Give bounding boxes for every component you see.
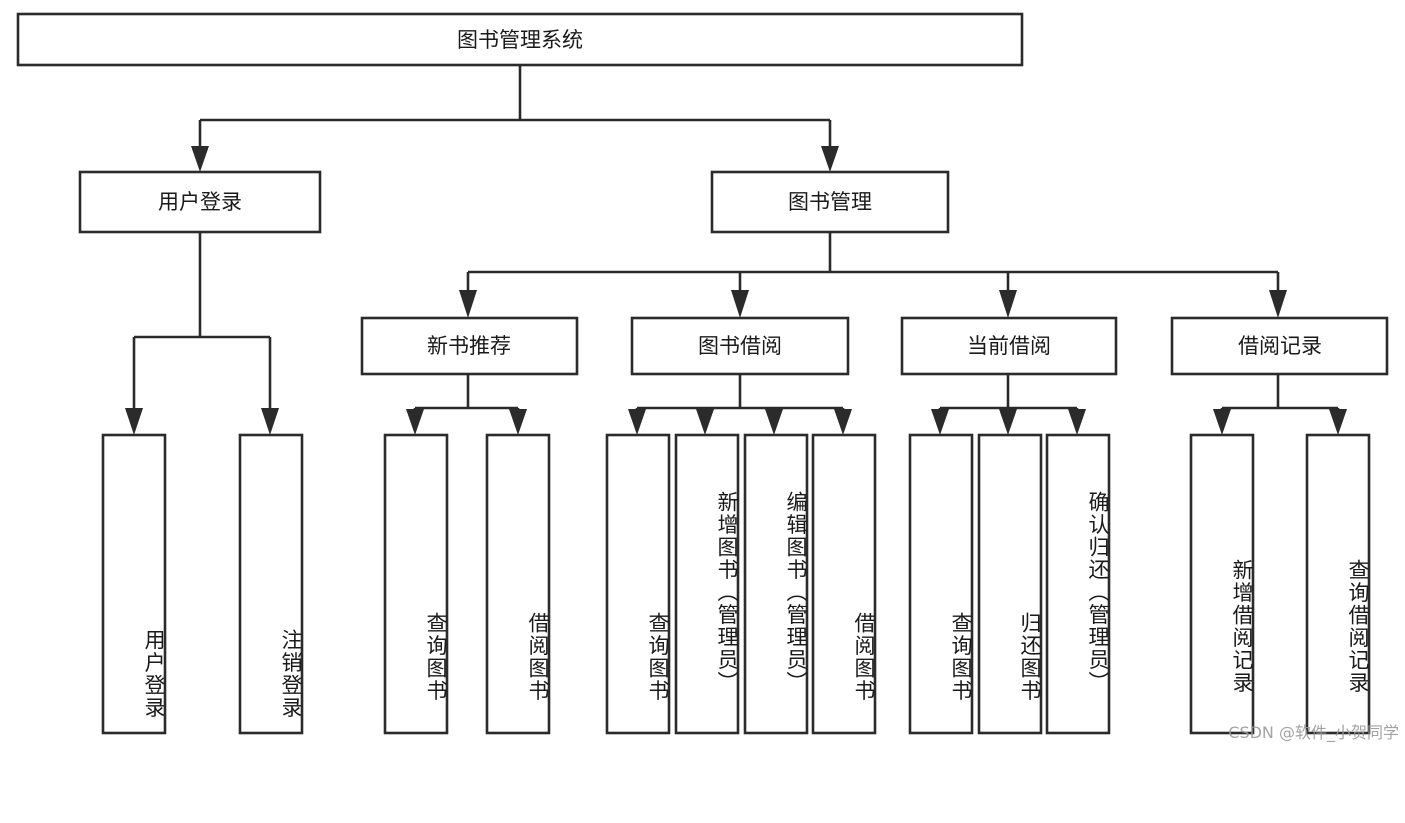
node-leaf-borrow-book-1-box[interactable] [485,433,551,735]
connector-group-new-book-recommend [406,374,527,435]
node-book-manage-label: 图书管理 [788,190,872,214]
node-leaf-return-book-box[interactable] [977,433,1043,735]
node-leaf-confirm-return-box[interactable] [1045,433,1111,735]
arrowhead-leaf-borrow-book-1 [509,409,527,435]
connector-group-root [191,65,839,172]
node-borrow-record[interactable]: 借阅记录 [1170,316,1389,376]
node-root-system[interactable]: 图书管理系统 [16,12,1024,67]
node-book-borrow-label: 图书借阅 [698,334,782,358]
arrowhead-leaf-return-book [999,409,1017,435]
node-leaf-add-record-box[interactable] [1189,433,1255,735]
node-book-borrow-box[interactable] [630,316,850,376]
node-borrow-record-label: 借阅记录 [1238,334,1322,358]
arrowhead-leaf-confirm-return [1068,409,1086,435]
arrowhead-current-borrow [999,290,1017,318]
arrowhead-new-book-recommend [459,290,477,318]
arrowhead-leaf-add-record [1213,409,1231,435]
node-leaf-query-book-2-box[interactable] [605,433,671,735]
arrowhead-leaf-query-record [1329,409,1347,435]
node-user-login-label: 用户登录 [158,190,242,214]
arrowhead-leaf-user-login [125,408,143,435]
arrowhead-user-login [191,146,209,172]
node-new-book-recommend-label: 新书推荐 [427,334,511,358]
arrowhead-leaf-borrow-book-2 [834,409,852,435]
node-user-login[interactable]: 用户登录 [78,170,322,234]
connector-group-current-borrow [931,374,1086,435]
connector-group-book-borrow [628,374,852,435]
connector-group-borrow-record [1213,374,1347,435]
node-new-book-recommend-box[interactable] [360,316,579,376]
node-root-system-label: 图书管理系统 [457,28,583,52]
arrowhead-book-manage [821,146,839,172]
connector-group-book-manage [459,232,1287,318]
arrowhead-leaf-query-book-2 [628,409,646,435]
node-new-book-recommend[interactable]: 新书推荐 [360,316,579,376]
diagram-canvas: 图书管理系统 用户登录 图书管理 新书推荐 图书借阅 当前借阅 借阅记录 [16,12,1399,742]
arrowhead-leaf-logout-login [261,408,279,435]
connector-group-user-login [125,232,279,435]
node-leaf-add-book-box[interactable] [674,433,740,735]
arrowhead-borrow-record [1269,290,1287,318]
node-current-borrow[interactable]: 当前借阅 [900,316,1118,376]
arrowhead-leaf-query-book-3 [931,409,949,435]
flowchart-svg: 图书管理系统 用户登录 图书管理 新书推荐 图书借阅 当前借阅 借阅记录 [16,12,1389,735]
node-user-login-box[interactable] [78,170,322,234]
arrowhead-leaf-query-book-1 [406,409,424,435]
node-current-borrow-label: 当前借阅 [967,334,1051,358]
node-leaf-user-login-box[interactable] [101,433,167,735]
node-leaf-query-record-box[interactable] [1305,433,1371,735]
node-current-borrow-box[interactable] [900,316,1118,376]
node-leaf-logout-login-box[interactable] [238,433,304,735]
node-book-manage-box[interactable] [710,170,950,234]
node-book-manage[interactable]: 图书管理 [710,170,950,234]
node-leaf-query-book-3-box[interactable] [908,433,974,735]
csdn-watermark: CSDN @软件_小贺同学 [1228,723,1399,742]
node-root-system-box[interactable] [16,12,1024,67]
node-leaf-edit-book-box[interactable] [743,433,809,735]
node-leaf-borrow-book-2-box[interactable] [811,433,877,735]
node-borrow-record-box[interactable] [1170,316,1389,376]
arrowhead-leaf-edit-book [765,409,783,435]
node-book-borrow[interactable]: 图书借阅 [630,316,850,376]
node-leaf-query-book-1-box[interactable] [383,433,449,735]
arrowhead-leaf-add-book [696,409,714,435]
arrowhead-book-borrow [731,290,749,318]
